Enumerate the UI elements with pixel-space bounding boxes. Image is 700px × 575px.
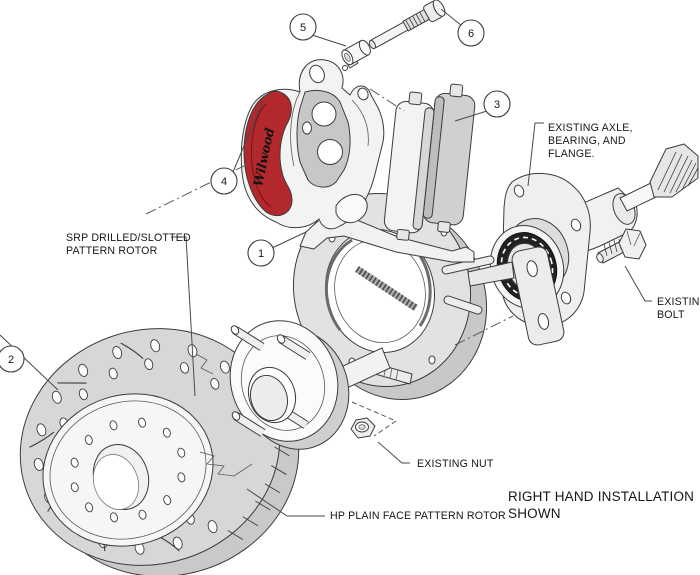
mounting-bolt xyxy=(368,0,446,50)
label-axle-line2: BEARING, AND xyxy=(548,135,626,147)
label-srp-rotor-line2: PATTERN ROTOR xyxy=(66,245,158,257)
rotor xyxy=(19,328,300,575)
anchor-pins xyxy=(441,255,495,315)
callout-3-number: 3 xyxy=(494,99,500,111)
callout-6-number: 6 xyxy=(468,28,474,40)
label-existing-nut: EXISTING NUT xyxy=(417,458,494,470)
label-axle-line3: FLANGE. xyxy=(548,148,595,160)
spline-hatching xyxy=(657,151,699,194)
callout-1-number: 1 xyxy=(258,248,264,260)
note-line2: SHOWN xyxy=(508,506,561,521)
label-existing-bolt-line1: EXISTING xyxy=(657,296,700,308)
callouts: 1 2 3 4 5 6 xyxy=(0,13,511,373)
caliper: Wilwood xyxy=(240,50,385,230)
callout-3 xyxy=(483,90,511,118)
callout-5-number: 5 xyxy=(300,22,306,34)
wheel-studs xyxy=(230,325,311,437)
callout-1 xyxy=(247,239,275,267)
callout-6 xyxy=(457,19,485,47)
brake-pads xyxy=(383,83,476,241)
callout-4-number: 4 xyxy=(221,176,227,188)
callout-5 xyxy=(289,13,317,41)
shoe-return-spring xyxy=(355,266,418,311)
label-hp-rotor: HP PLAIN FACE PATTERN ROTOR xyxy=(330,510,506,522)
callout-4 xyxy=(210,167,238,195)
callout-2 xyxy=(0,345,25,373)
callout-2-number: 2 xyxy=(8,354,14,366)
leader-lines xyxy=(0,8,652,517)
label-srp-rotor-line1: SRP DRILLED/SLOTTED xyxy=(66,232,191,244)
rotor-stud-holes xyxy=(70,417,186,523)
labels: SRP DRILLED/SLOTTED PATTERN ROTOR EXISTI… xyxy=(66,122,700,522)
note-line1: RIGHT HAND INSTALLATION xyxy=(508,489,694,504)
label-existing-bolt-line2: BOLT xyxy=(657,309,685,321)
hub-adapter xyxy=(229,320,350,450)
retaining-bracket xyxy=(511,246,565,346)
caliper-spacer xyxy=(341,39,371,66)
existing-nut-part xyxy=(350,417,376,439)
existing-bolt-part xyxy=(596,228,647,264)
label-axle-line1: EXISTING AXLE, xyxy=(548,122,633,134)
